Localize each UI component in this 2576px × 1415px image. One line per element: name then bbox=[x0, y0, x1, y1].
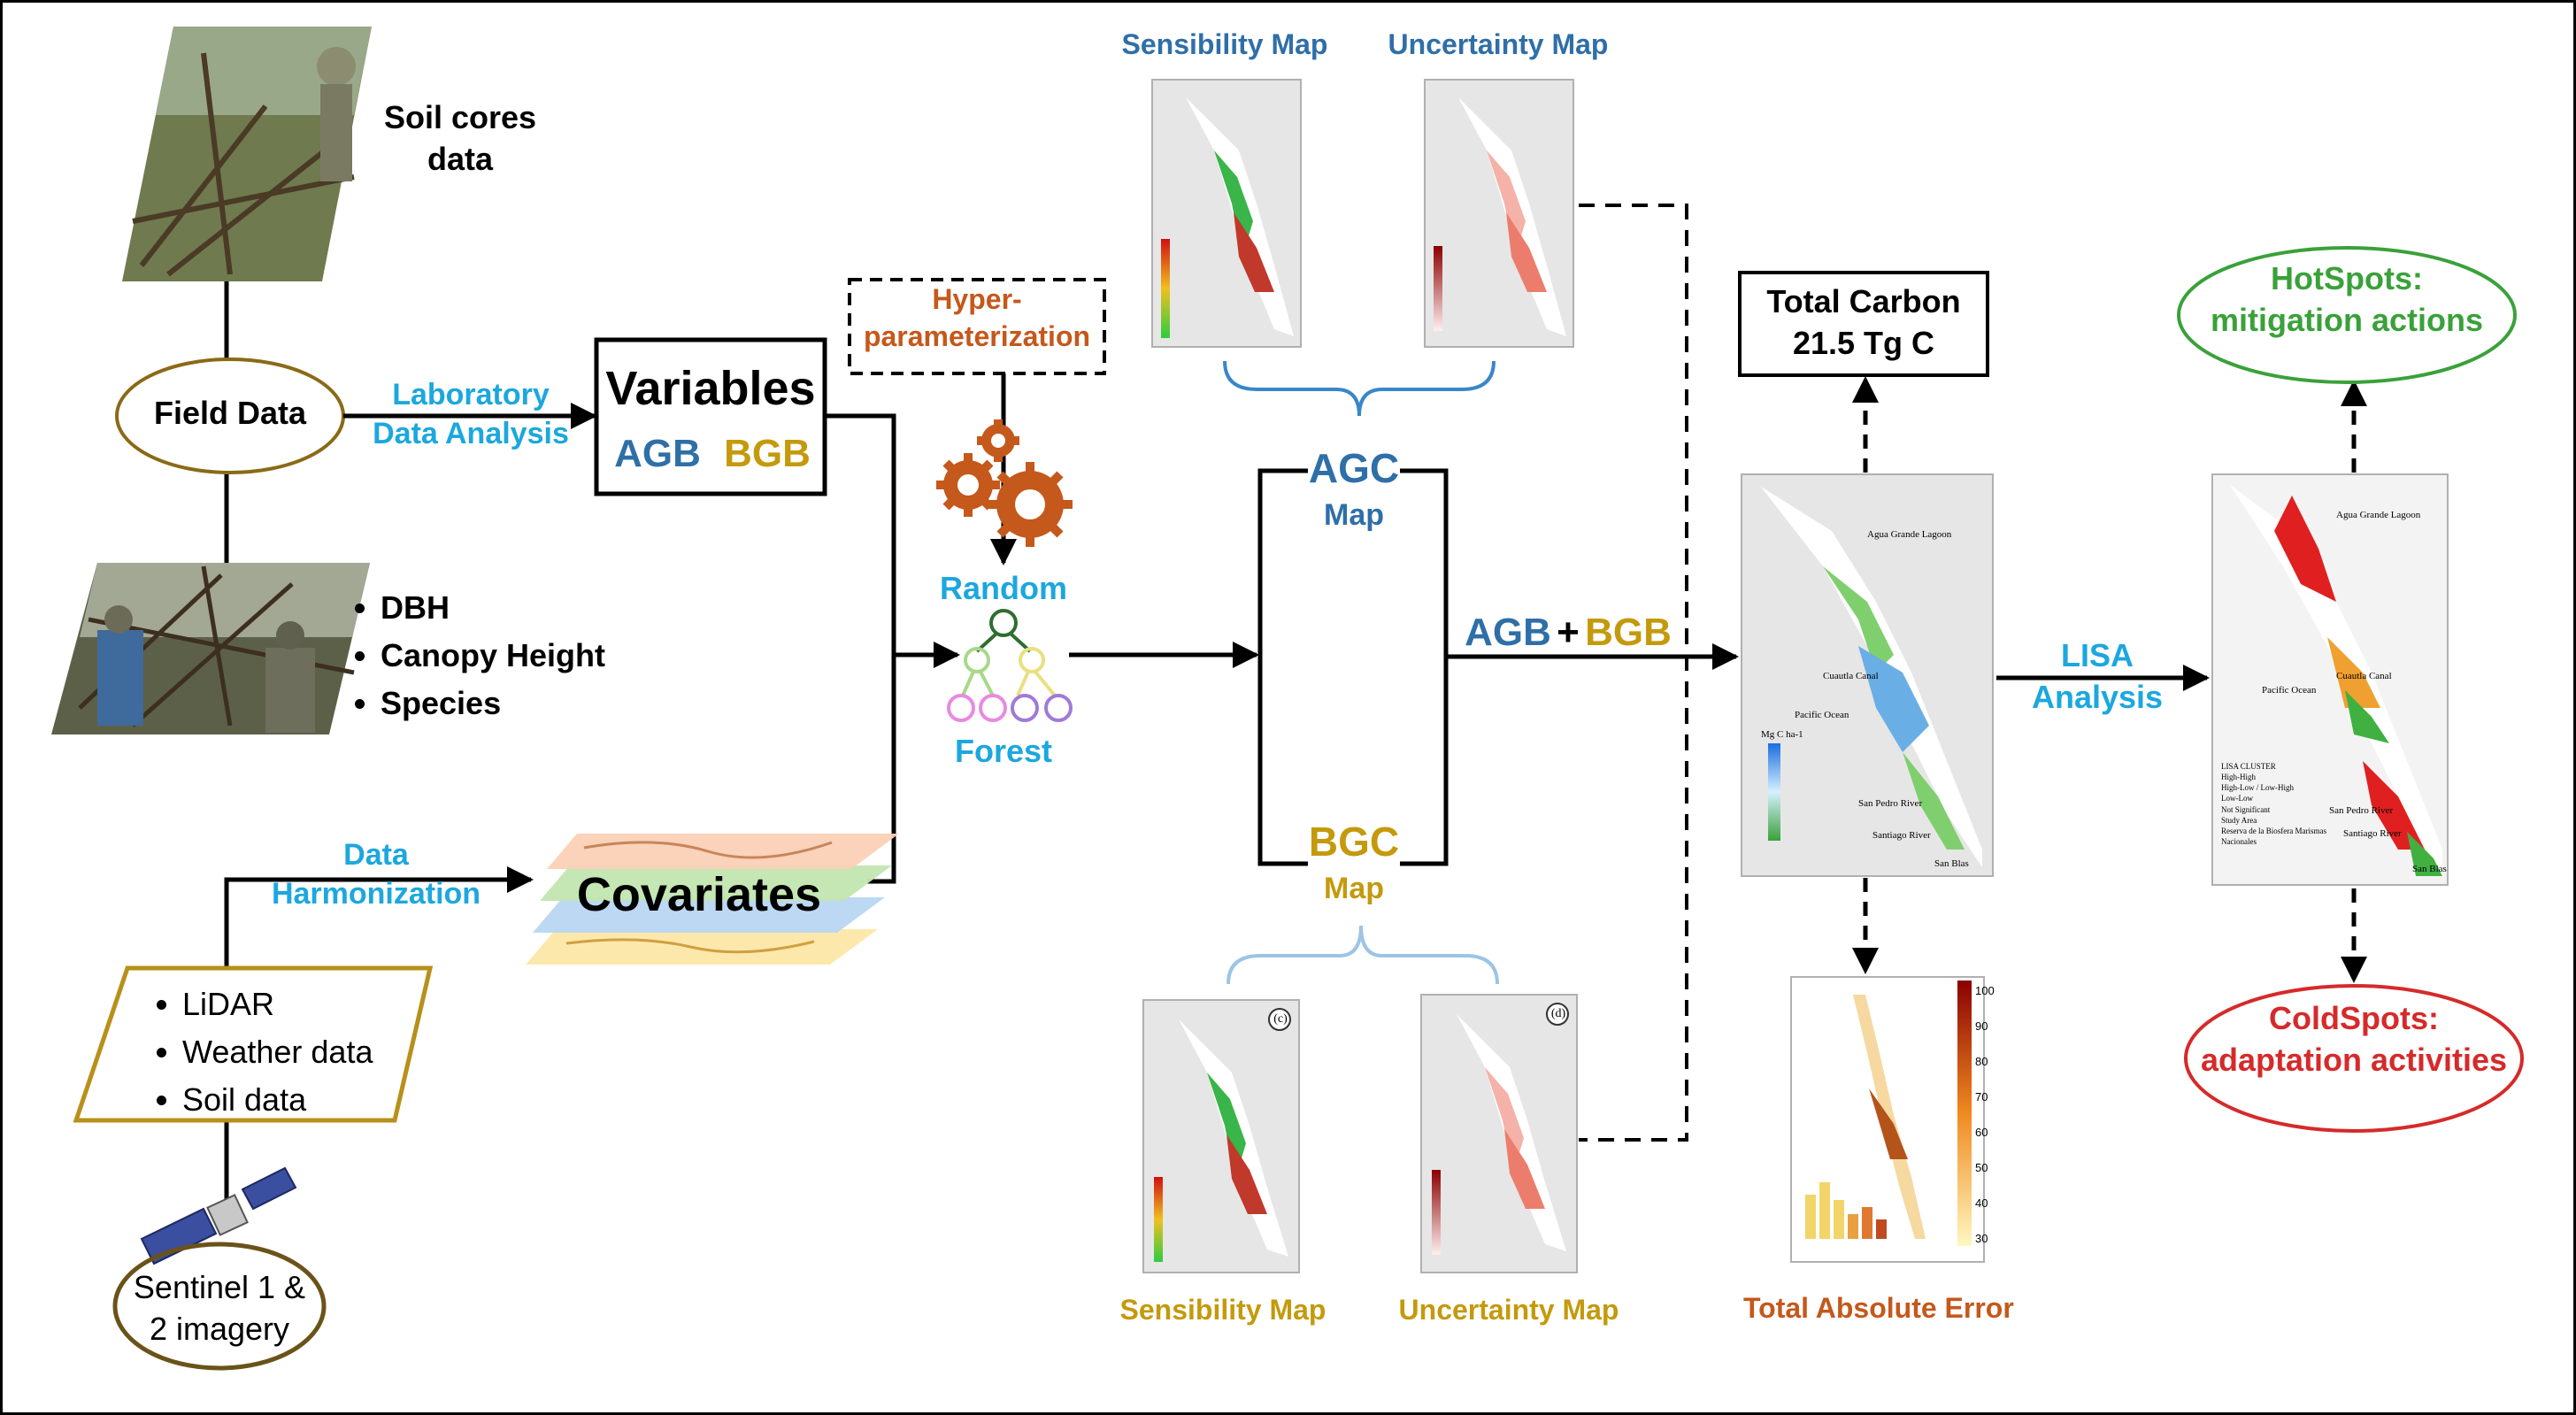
soil-cores-label: Soil cores data bbox=[383, 99, 537, 177]
source-lidar: LiDAR bbox=[182, 981, 373, 1028]
gear-icon bbox=[936, 419, 1073, 547]
top-sensibility-map bbox=[1151, 79, 1302, 348]
lisa-place-san-pedro: San Pedro River bbox=[2329, 805, 2394, 816]
random-label: Random bbox=[940, 570, 1067, 606]
variables-agb: AGB bbox=[614, 432, 701, 475]
bottom-uncertainty-title: Uncertainty Map bbox=[1398, 1294, 1619, 1326]
line-covariates-to-rf bbox=[867, 655, 896, 884]
lisa-place-san-blas: San Blas bbox=[2412, 864, 2447, 874]
coldspots-ellipse bbox=[2184, 984, 2524, 1133]
variables-box bbox=[594, 337, 827, 496]
forest-label: Forest bbox=[954, 733, 1053, 769]
hotspots-ellipse bbox=[2177, 246, 2517, 384]
bgc-sub: Map bbox=[1324, 872, 1384, 905]
measurement-canopy-height: Canopy Height bbox=[381, 632, 605, 680]
total-carbon-map bbox=[1741, 473, 1994, 877]
agc-title: AGC bbox=[1308, 445, 1400, 491]
top-uncertainty-title: Uncertainty Map bbox=[1388, 28, 1609, 60]
place-san-pedro: San Pedro River bbox=[1858, 798, 1923, 809]
measurement-dbh: DBH bbox=[381, 584, 605, 632]
agc-sub: Map bbox=[1324, 498, 1384, 532]
measurement-species: Species bbox=[381, 680, 605, 727]
total-carbon-box bbox=[1738, 271, 1989, 377]
left-bracket bbox=[1257, 468, 1308, 866]
place-san-blas: San Blas bbox=[1934, 858, 1969, 869]
data-sources-list: LiDAR Weather data Soil data bbox=[115, 981, 373, 1124]
carbon-legend-title: Mg C ha-1 bbox=[1761, 729, 1803, 740]
covariate-layers-icon bbox=[526, 834, 899, 965]
sentinel-ellipse bbox=[112, 1242, 327, 1371]
top-sensibility-title: Sensibility Map bbox=[1121, 28, 1328, 60]
random-forest-tree-icon bbox=[947, 609, 1073, 722]
hotspots-label: HotSpots: mitigation actions bbox=[2210, 260, 2484, 338]
panel-c-label: (c) bbox=[1273, 1012, 1288, 1026]
lisa-legend: LISA CLUSTER High-High High-Low / Low-Hi… bbox=[2221, 762, 2326, 846]
bottom-sensibility-title: Sensibility Map bbox=[1119, 1294, 1326, 1326]
satellite-icon bbox=[140, 1166, 297, 1265]
right-bracket bbox=[1400, 468, 1449, 866]
agb-label: AGB bbox=[1465, 611, 1551, 654]
sentinel-label: Sentinel 1 & 2 imagery bbox=[133, 1269, 306, 1347]
bgb-label: BGB bbox=[1585, 611, 1672, 654]
source-soil: Soil data bbox=[182, 1076, 373, 1124]
top-maps-brace bbox=[1223, 360, 1496, 417]
data-sources-box bbox=[73, 965, 434, 1123]
lisa-map bbox=[2211, 473, 2449, 886]
source-weather: Weather data bbox=[182, 1028, 373, 1076]
coldspots-label: ColdSpots: adaptation activities bbox=[2200, 1000, 2508, 1078]
place-cuautla: Cuautla Canal bbox=[1823, 671, 1879, 681]
bottom-maps-brace bbox=[1226, 925, 1499, 985]
lisa-label: LISA Analysis bbox=[2031, 637, 2164, 715]
soil-cores-photo bbox=[122, 27, 372, 281]
bottom-uncertainty-map bbox=[1420, 994, 1578, 1273]
arrow-harmonization-to-covariates bbox=[224, 866, 534, 973]
top-uncertainty-map bbox=[1424, 79, 1574, 348]
place-santiago: Santiago River bbox=[1872, 830, 1931, 841]
bottom-sensibility-map bbox=[1142, 999, 1300, 1273]
hyperparameterization-box bbox=[848, 278, 1106, 375]
uncertainty-dashed-link bbox=[1579, 204, 1688, 1142]
variables-bgb: BGB bbox=[724, 432, 811, 475]
total-error-map bbox=[1790, 976, 1985, 1263]
data-harmonization-label: Data Harmonization bbox=[271, 838, 481, 911]
hyperparameterization-label: Hyper- parameterization bbox=[863, 283, 1091, 352]
field-measurements-list: DBH Canopy Height Species bbox=[354, 584, 605, 727]
place-agua-grande: Agua Grande Lagoon bbox=[1867, 529, 1952, 540]
arrow-variables-to-rf bbox=[825, 413, 960, 668]
total-error-label: Total Absolute Error bbox=[1743, 1292, 2014, 1324]
bgc-title: BGC bbox=[1308, 819, 1400, 865]
covariates-title: Covariates bbox=[576, 868, 822, 921]
field-data-label: Field Data bbox=[153, 395, 307, 431]
variables-title: Variables bbox=[605, 362, 816, 415]
panel-d-label: (d) bbox=[1550, 1007, 1566, 1020]
lab-analysis-label: Laboratory Data Analysis bbox=[373, 378, 569, 451]
field-measurement-photo bbox=[51, 563, 370, 734]
lisa-place-agua-grande: Agua Grande Lagoon bbox=[2336, 510, 2421, 520]
plus-label: + bbox=[1557, 611, 1580, 654]
lisa-place-santiago: Santiago River bbox=[2343, 828, 2402, 839]
lisa-place-pacific: Pacific Ocean bbox=[2262, 685, 2317, 696]
total-carbon-label: Total Carbon 21.5 Tg C bbox=[1766, 283, 1961, 361]
place-pacific: Pacific Ocean bbox=[1795, 710, 1849, 720]
lisa-place-cuautla: Cuautla Canal bbox=[2336, 671, 2392, 681]
